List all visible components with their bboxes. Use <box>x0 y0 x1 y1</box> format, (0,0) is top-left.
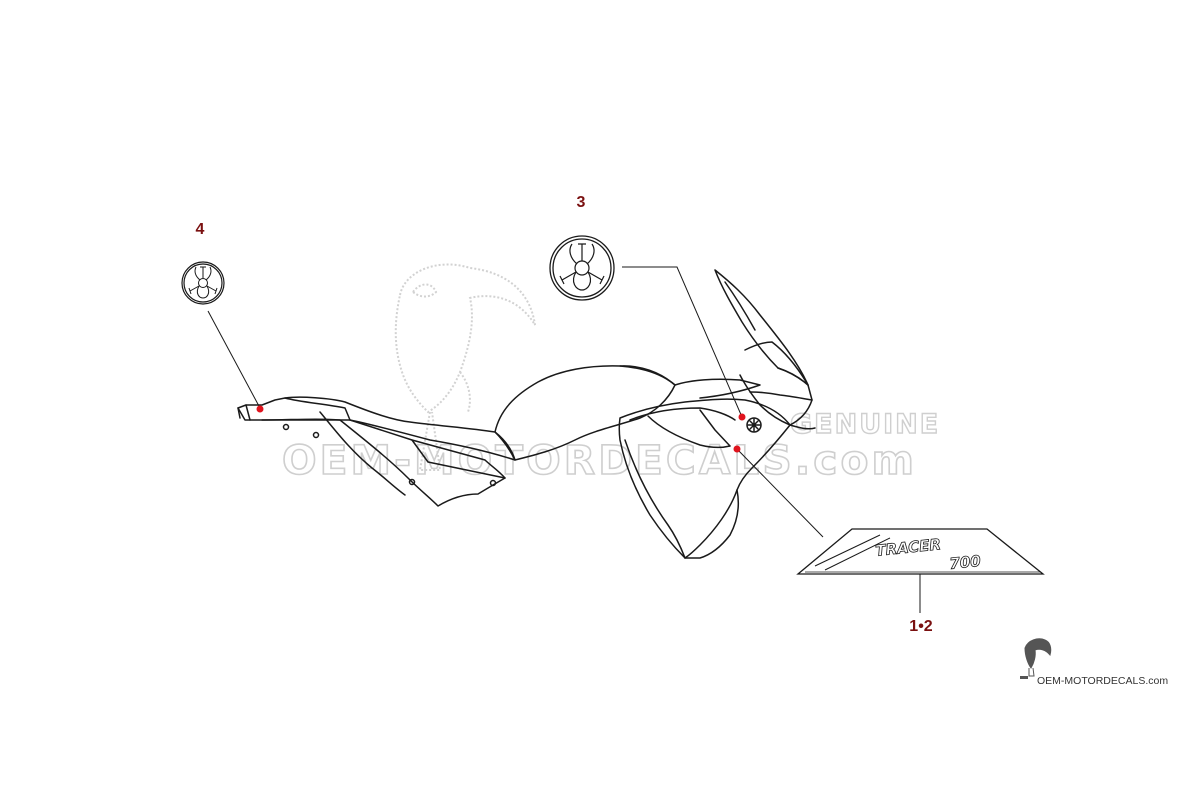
location-markers <box>256 405 746 453</box>
marker-part-4 <box>256 405 264 413</box>
toucan-icon <box>1020 638 1052 679</box>
watermark-genuine-text: GENUINE <box>790 409 940 440</box>
marker-part-3 <box>738 413 746 421</box>
rear-tail <box>237 397 351 421</box>
emblem-part-3 <box>549 235 615 301</box>
decal-line-1: TRACER <box>875 535 942 560</box>
decal-line-2: 700 <box>949 552 982 573</box>
watermark-toucan-icon <box>394 263 536 471</box>
fuel-tank <box>494 365 676 461</box>
yamaha-tuning-fork-icon <box>559 243 605 291</box>
motorcycle-body <box>237 269 816 559</box>
logo-text: OEM-MOTORDECALS.com <box>1037 675 1168 687</box>
marker-part-1-2 <box>733 445 741 453</box>
watermark <box>394 263 536 471</box>
watermark-site-text: OEM-MOTORDECALS.com <box>282 438 917 484</box>
leader-line-4 <box>207 310 261 409</box>
leader-line-3 <box>622 266 743 418</box>
callout-part-4: 4 <box>196 221 205 238</box>
emblem-part-4 <box>181 261 225 305</box>
decal-tracer-700: TRACER 700 <box>796 528 1045 575</box>
brand-logo: OEM-MOTORDECALS.com <box>1020 638 1168 687</box>
callout-part-1-2: 1•2 <box>909 618 933 635</box>
yamaha-tuning-fork-icon <box>188 266 218 299</box>
leader-line-1-2-a <box>736 448 824 538</box>
leader-lines <box>207 266 921 613</box>
callout-part-3: 3 <box>577 194 586 211</box>
